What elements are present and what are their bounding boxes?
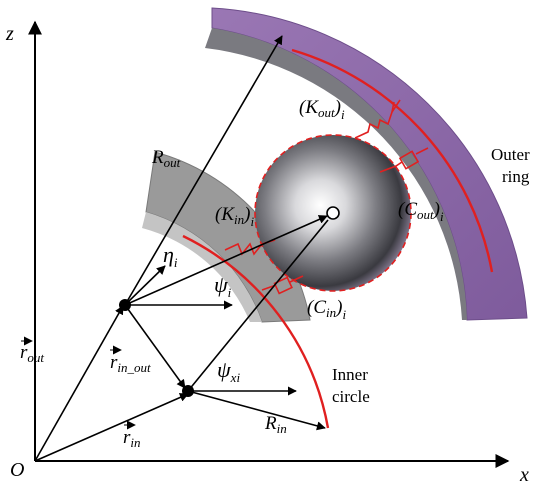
- label-C-out: (Cout)i: [398, 199, 444, 224]
- svg-text:rout: rout: [20, 342, 44, 365]
- inner-race-arc: [182, 234, 330, 429]
- inner-circle-label: Inner circle: [332, 365, 372, 406]
- outer-race-arc: [291, 48, 494, 273]
- vector-r-out: [34, 305, 124, 462]
- outer-center-point: [119, 299, 131, 311]
- svg-text:rin: rin: [123, 427, 141, 450]
- label-R-out: Rout: [151, 147, 181, 170]
- label-r-in: rin: [123, 420, 141, 450]
- origin-label: O: [10, 459, 24, 481]
- outer-ring-label: Outer ring: [491, 145, 534, 186]
- label-K-out: (Kout)i: [299, 97, 345, 122]
- vector-to-ball: [187, 219, 329, 392]
- vector-R-in: [187, 390, 326, 431]
- label-C-in: (Cin)i: [307, 297, 346, 322]
- ball-outline: [254, 134, 412, 292]
- label-psi-x: ψxi: [217, 357, 240, 385]
- vector-R-out: [124, 35, 283, 306]
- label-r-in-out: rin_out: [110, 345, 151, 375]
- label-psi: ψi: [214, 272, 232, 300]
- vector-r-in: [34, 393, 189, 462]
- vector-eta: [124, 215, 328, 306]
- vector-r-in-out: [124, 304, 186, 389]
- label-r-out: rout: [20, 336, 44, 365]
- label-K-in: (Kin)i: [215, 204, 254, 229]
- label-eta: ηi: [163, 242, 178, 270]
- label-R-in: Rin: [264, 413, 287, 436]
- svg-text:rin_out: rin_out: [110, 352, 151, 375]
- z-axis-label: z: [5, 23, 14, 45]
- outer-spring-damper: [354, 99, 429, 173]
- vector-inner-perp: [124, 265, 166, 306]
- x-axis-label: x: [519, 464, 529, 486]
- outer-ring-inner-face: [205, 28, 467, 320]
- ball-center: [326, 206, 340, 220]
- inner-ring-face: [142, 212, 262, 322]
- inner-center-point: [182, 385, 194, 397]
